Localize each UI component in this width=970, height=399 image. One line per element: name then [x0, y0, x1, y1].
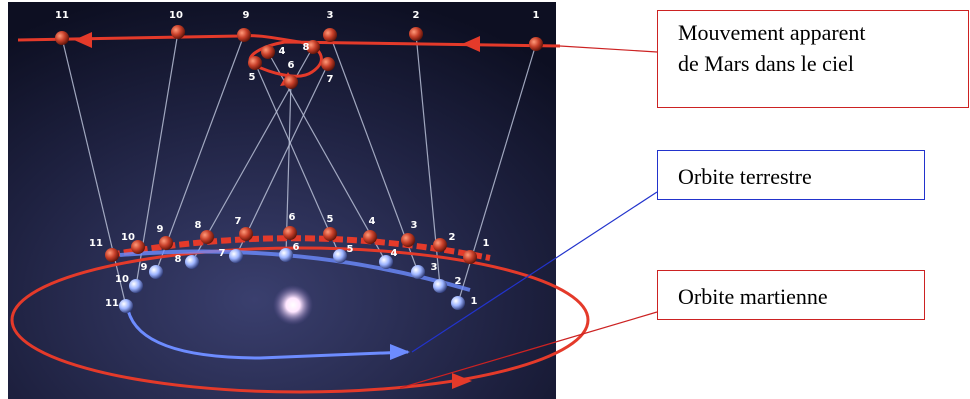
sky-planet-3 [323, 28, 337, 42]
earth-label-7: 7 [219, 248, 226, 259]
callout-mars-orbit-text: Orbite martienne [678, 284, 828, 309]
mars-planet-10 [131, 240, 145, 254]
sun-icon [273, 285, 313, 325]
sky-label-10: 10 [169, 10, 183, 21]
sky-label-9: 9 [243, 10, 250, 21]
connector-earth-orbit [411, 191, 658, 353]
earth-planet-11 [119, 299, 133, 313]
sky-planet-5 [248, 56, 262, 70]
mars-planet-8 [200, 230, 214, 244]
sky-planet-1 [529, 37, 543, 51]
mars-orbit-ellipse [10, 246, 590, 394]
callout-mars-apparent-motion: Mouvement apparent de Mars dans le ciel [657, 10, 969, 108]
earth-label-11: 11 [105, 298, 119, 309]
earth-positions: 12 3 4 5 6 7 8 9 10 11 [105, 242, 478, 313]
mars-planet-3 [401, 233, 415, 247]
mars-label-6: 6 [289, 212, 296, 223]
sky-path [17, 34, 561, 78]
earth-planet-4 [379, 255, 393, 269]
earth-planet-5 [333, 249, 347, 263]
earth-label-3: 3 [431, 262, 438, 273]
earth-planet-10 [129, 279, 143, 293]
sky-arrow-left [74, 32, 92, 48]
sight-line-11 [61, 37, 127, 307]
sky-planet-8 [306, 40, 320, 54]
earth-planet-1 [451, 296, 465, 310]
sky-label-8: 8 [303, 42, 310, 53]
mars-label-10: 10 [121, 232, 135, 243]
mars-planet-4 [363, 230, 377, 244]
earth-orbit-arrow [390, 344, 410, 360]
connector-mars-orbit [399, 311, 658, 389]
earth-planet-3 [411, 265, 425, 279]
sky-label-3: 3 [327, 10, 334, 21]
mars-label-9: 9 [157, 224, 164, 235]
sky-positions: 1 2 3 4 5 6 7 8 9 10 11 [55, 10, 543, 89]
mars-planet-6 [283, 226, 297, 240]
mars-label-3: 3 [411, 220, 418, 231]
mars-orbit-arrow [452, 373, 472, 389]
mars-planet-9 [159, 236, 173, 250]
mars-label-11: 11 [89, 238, 103, 249]
mars-label-2: 2 [449, 232, 456, 243]
mars-planet-5 [323, 227, 337, 241]
earth-orbit-arc [126, 309, 409, 360]
mars-planet-2 [433, 238, 447, 252]
connector-mars-sky [559, 45, 658, 53]
earth-label-1: 1 [471, 296, 478, 307]
earth-label-5: 5 [347, 244, 354, 255]
sky-planet-9 [237, 28, 251, 42]
sky-label-6: 6 [288, 60, 295, 71]
earth-orbit-arc-back [119, 249, 471, 292]
earth-planet-2 [433, 279, 447, 293]
callout-mars-sky-line1: Mouvement apparent [678, 20, 866, 45]
mars-planet-1 [463, 250, 477, 264]
mars-planet-11 [105, 248, 119, 262]
callout-earth-orbit-text: Orbite terrestre [678, 164, 812, 189]
diagram-background [8, 2, 556, 399]
mars-label-5: 5 [327, 214, 334, 225]
earth-label-6: 6 [293, 242, 300, 253]
mars-label-4: 4 [369, 216, 376, 227]
earth-label-4: 4 [391, 248, 398, 259]
sight-line-6 [285, 81, 292, 256]
sky-planet-7 [321, 57, 335, 71]
mars-positions: 1 2 3 4 5 6 7 8 9 10 11 [89, 212, 490, 264]
sight-line-5 [254, 62, 341, 257]
sight-line-9 [155, 34, 245, 273]
sight-line-3 [329, 34, 419, 273]
mars-label-8: 8 [195, 220, 202, 231]
sky-arrow-right [462, 36, 480, 52]
callout-mars-sky-line2: de Mars dans le ciel [678, 51, 854, 76]
sky-label-11: 11 [55, 10, 69, 21]
sky-planet-4 [261, 45, 275, 59]
callout-earth-orbit: Orbite terrestre [657, 150, 925, 200]
sky-label-7: 7 [327, 74, 334, 85]
sight-line-7 [235, 63, 329, 257]
earth-planet-7 [229, 249, 243, 263]
sky-planet-11 [55, 31, 69, 45]
mars-label-7: 7 [235, 216, 242, 227]
mars-planet-7 [239, 227, 253, 241]
earth-planet-9 [149, 265, 163, 279]
sky-label-4: 4 [279, 46, 286, 57]
mars-label-1: 1 [483, 238, 490, 249]
earth-planet-6 [279, 248, 293, 262]
earth-label-10: 10 [115, 274, 129, 285]
earth-label-2: 2 [455, 276, 462, 287]
sky-planet-10 [171, 25, 185, 39]
earth-label-9: 9 [141, 262, 148, 273]
callout-mars-orbit: Orbite martienne [657, 270, 925, 320]
sky-label-2: 2 [413, 10, 420, 21]
earth-label-8: 8 [175, 254, 182, 265]
sky-planet-2 [409, 27, 423, 41]
earth-planet-8 [185, 255, 199, 269]
sky-label-1: 1 [533, 10, 540, 21]
sky-label-5: 5 [249, 72, 256, 83]
sky-planet-6 [284, 75, 298, 89]
